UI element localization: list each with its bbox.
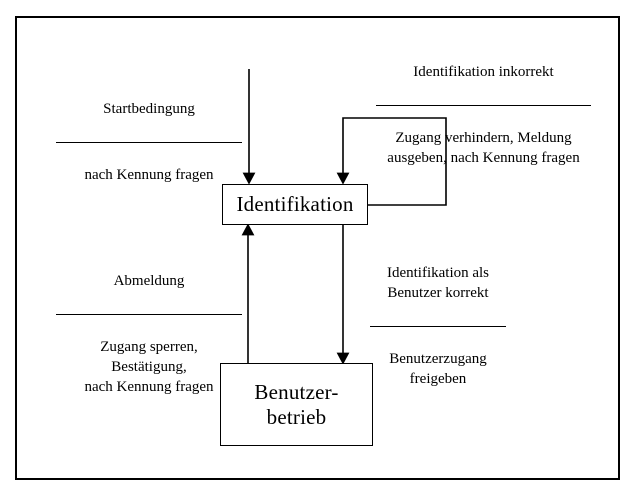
transition-korrekt-divider [370,325,506,327]
state-identifikation[interactable]: Identifikation [222,184,368,225]
transition-abmeldung-action: Zugang sperren, Bestätigung, nach Kennun… [84,338,214,395]
transition-start-divider [56,141,242,143]
state-benutzerbetrieb[interactable]: Benutzer- betrieb [220,363,373,446]
transition-inkorrekt-action: Zugang verhindern, Meldung ausgeben, nac… [387,129,580,166]
transition-label-start: Startbedingung nach Kennung fragen [56,80,242,206]
transition-inkorrekt-divider [376,104,591,106]
diagram-frame [15,16,620,480]
transition-start-condition: Startbedingung [103,100,195,117]
transition-korrekt-condition: Identifikation als Benutzer korrekt [386,264,490,301]
transition-start-action: nach Kennung fragen [84,166,214,183]
transition-korrekt-action: Benutzerzugang freigeben [389,350,487,387]
transition-label-abmeldung: Abmeldung Zugang sperren, Bestätigung, n… [56,252,242,418]
transition-abmeldung-divider [56,313,242,315]
transition-label-korrekt: Identifikation als Benutzer korrekt Benu… [370,244,506,410]
state-benutzerbetrieb-label: Benutzer- betrieb [254,380,339,429]
transition-inkorrekt-condition: Identifikation inkorrekt [413,63,554,80]
state-identifikation-label: Identifikation [236,192,354,217]
transition-label-inkorrekt: Identifikation inkorrekt Zugang verhinde… [376,43,591,189]
transition-abmeldung-condition: Abmeldung [113,272,185,289]
